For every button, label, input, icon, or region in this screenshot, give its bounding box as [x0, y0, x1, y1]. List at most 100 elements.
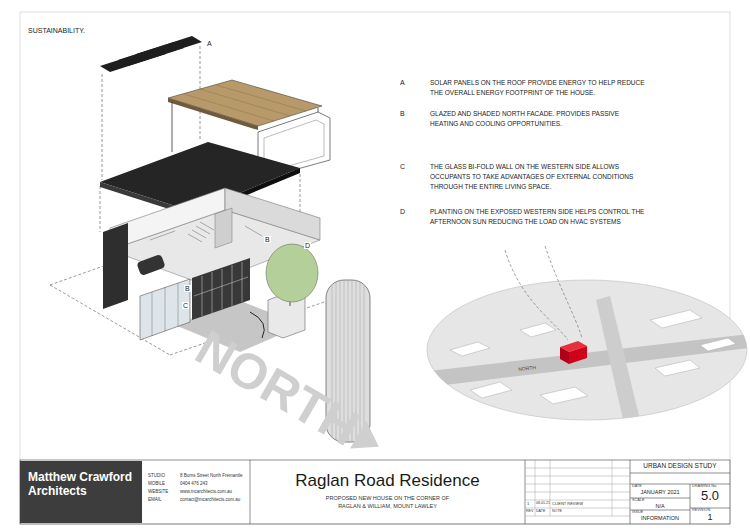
callout-letter: B [264, 236, 271, 243]
ground-floor [212, 272, 213, 313]
explode-dashed-line [102, 74, 103, 180]
title-block-grid [20, 460, 730, 524]
revision-table-grid [525, 508, 630, 509]
field-value: INFORMATION [632, 515, 688, 522]
solar-panels [100, 36, 202, 72]
ground-floor [200, 222, 214, 230]
explode-dashed-line [50, 46, 330, 355]
title-block-grid [20, 460, 730, 524]
project-subtitle: PROPOSED NEW HOUSE ON THE CORNER OF RAGL… [320, 495, 455, 511]
site-dashed-line [545, 246, 582, 338]
table-cell: REV [526, 510, 533, 514]
title-block-cell: DATEJANUARY 2021 [630, 484, 690, 498]
revision-table-grid [525, 476, 630, 477]
cylinder-screen [364, 280, 365, 442]
contact-value: 8 Burns Street North Fremantle [180, 474, 243, 479]
explode-dashed-line [100, 186, 101, 232]
note-text: SOLAR PANELS ON THE ROOF PROVIDE ENERGY … [430, 78, 645, 98]
ground-floor [150, 222, 262, 242]
revision-table-grid [550, 460, 551, 516]
ground-floor [165, 287, 166, 331]
site-model [569, 346, 587, 364]
table-cell: CLIENT REVIEW [552, 502, 583, 506]
site-model [650, 310, 702, 328]
ground-floor [194, 262, 248, 316]
contact-label: WEBSITE [148, 490, 168, 495]
ground-floor [245, 226, 262, 236]
sheet-frame [20, 12, 730, 524]
sheet-title: SUSTAINABILITY. [28, 27, 85, 34]
ground-floor [222, 269, 223, 309]
contact-value: www.mcarchitects.com.au [180, 490, 232, 495]
callout-letter: B [184, 285, 191, 292]
ground-floor [140, 279, 190, 340]
title-block-cell: URBAN DESIGN STUDY [630, 460, 730, 473]
ground-floor [178, 283, 179, 327]
note-text: THE GLASS BI-FOLD WALL ON THE WESTERN SI… [430, 162, 645, 192]
title-block-grid [690, 484, 691, 524]
table-cell: NOTE [552, 510, 562, 514]
revision-table-grid [525, 460, 630, 516]
field-label: DATE [632, 485, 688, 489]
site-model [470, 382, 512, 398]
ground-floor [152, 283, 178, 336]
site-model [450, 342, 490, 356]
title-block-cell: REVISION1 [690, 508, 730, 524]
site-dashed-line [505, 250, 568, 340]
site-model [420, 334, 750, 388]
title-block-grid [630, 473, 730, 474]
site-dashed-line [505, 246, 582, 340]
project-title: Raglan Road Residence [268, 471, 507, 491]
revision-table-grid [525, 516, 630, 517]
site-model [540, 387, 588, 404]
drawing-number: 5.0 [692, 489, 728, 503]
contact-label: STUDIO [148, 474, 165, 479]
ground-floor [192, 258, 250, 320]
ground-floor [196, 226, 210, 234]
revision-table-grid [525, 492, 630, 493]
tree-planter [266, 244, 318, 302]
field-label: SCALE [632, 499, 688, 503]
tree-planter [266, 244, 318, 338]
title-block-cell: Raglan Road ResidencePROPOSED NEW HOUSE … [250, 461, 525, 523]
revision-table-grid [535, 460, 536, 516]
table-cell: DATE [536, 510, 545, 514]
contact-value: 0404 476 243 [180, 482, 208, 487]
ground-floor [136, 254, 165, 276]
sheet-type: URBAN DESIGN STUDY [632, 463, 728, 470]
site-model [655, 360, 700, 376]
site-model [420, 296, 750, 424]
site-model [420, 280, 750, 424]
callout-letter: B [400, 110, 405, 117]
contact-label: MOBILE [148, 482, 165, 487]
title-block-cell: DRAWING No.5.0 [690, 484, 730, 508]
contact-label: EMAIL [148, 498, 162, 503]
ground-floor [150, 231, 175, 240]
table-cell: 08.01.21 [536, 502, 550, 506]
callout-letter: A [206, 40, 213, 47]
contact-value: contact@mcarchitects.com.au [180, 498, 240, 503]
ground-floor [192, 230, 206, 238]
ground-floor [250, 312, 264, 338]
title-block-grid [250, 460, 251, 524]
timber-roof [172, 102, 173, 152]
title-block-cell: Matthew Crawford Architects [20, 461, 142, 523]
ground-floor [232, 265, 233, 306]
callout-letter: D [400, 208, 405, 215]
site-model [560, 347, 569, 364]
site-model [596, 296, 640, 424]
revision-number: 1 [692, 513, 728, 523]
solar-panels [136, 36, 202, 60]
ground-floor [202, 276, 203, 316]
ground-floor [242, 262, 243, 302]
ground-floor [225, 188, 320, 240]
field-label: ISSUE [632, 511, 688, 515]
revision-table-grid [525, 468, 630, 469]
note-text: PLANTING ON THE EXPOSED WESTERN SIDE HEL… [430, 207, 645, 227]
callout-letter: A [400, 79, 405, 86]
callout-letter: D [304, 242, 311, 249]
ground-floor [103, 223, 128, 309]
ground-floor [152, 292, 153, 336]
note-text: GLAZED AND SHADED NORTH FACADE. PROVIDES… [430, 109, 645, 129]
ground-floor [215, 208, 232, 248]
